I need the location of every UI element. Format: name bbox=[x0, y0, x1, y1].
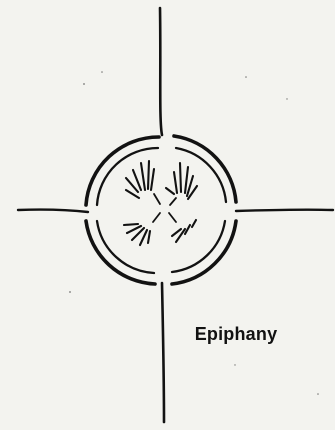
center-marks bbox=[153, 194, 176, 222]
vertical-axis-line bbox=[160, 8, 164, 422]
outer-ring bbox=[86, 136, 236, 284]
speckles bbox=[69, 71, 319, 395]
inner-ring bbox=[97, 148, 226, 273]
horizontal-axis-line bbox=[18, 210, 333, 212]
sun-rays bbox=[124, 161, 197, 245]
caption-text: Epiphany bbox=[195, 323, 278, 345]
